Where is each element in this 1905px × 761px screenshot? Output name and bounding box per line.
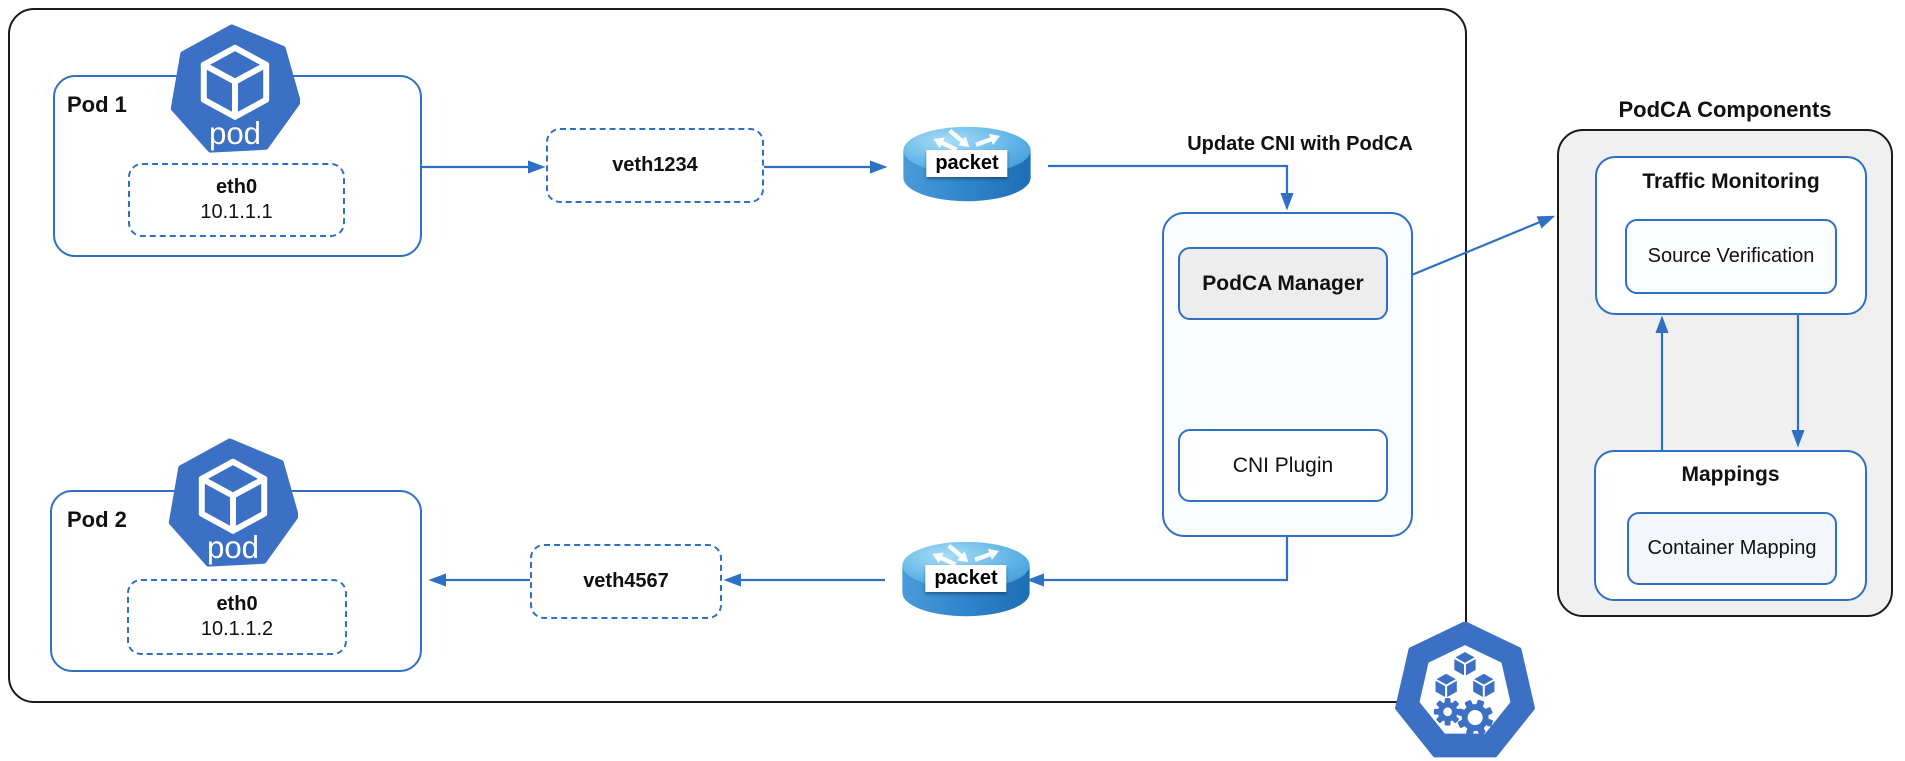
packet-label-top: packet [926, 150, 1008, 177]
packet-icon-top: packet [888, 119, 1046, 212]
interface-name: eth0 [216, 593, 258, 615]
cube-icon [198, 458, 268, 534]
interface-name: eth0 [215, 176, 258, 198]
podca-manager-label: PodCA Manager [1202, 271, 1364, 295]
packet-label-bottom: packet [925, 565, 1007, 592]
pod2-eth0-interface: eth0 10.1.1.2 [127, 579, 347, 655]
source-verification-box: Source Verification [1625, 219, 1837, 294]
pod2-title: Pod 2 [67, 507, 127, 532]
interface-ip: 10.1.1.1 [200, 201, 273, 223]
traffic-monitoring-title: Traffic Monitoring [1642, 170, 1820, 193]
veth1234-label: veth1234 [612, 154, 698, 176]
packet-icon-bottom: packet [887, 534, 1045, 627]
veth4567-box: veth4567 [530, 544, 722, 619]
kubernetes-icon [1392, 622, 1538, 761]
annotation-update-cni: Update CNI with PodCA [1187, 133, 1413, 155]
pod-icon: pod [170, 24, 300, 160]
cube-icon [200, 44, 270, 120]
podca-manager-box: PodCA Manager [1178, 247, 1388, 320]
pod1-eth0-interface: eth0 10.1.1.1 [128, 163, 345, 237]
cni-plugin-box: CNI Plugin [1178, 429, 1388, 502]
container-mapping-box: Container Mapping [1627, 512, 1837, 585]
mappings-title: Mappings [1681, 463, 1780, 486]
gears-glyph [1433, 698, 1493, 736]
veth1234-box: veth1234 [546, 128, 764, 203]
interface-ip: 10.1.1.2 [200, 618, 274, 640]
pod-icon-label: pod [209, 116, 261, 151]
source-verification-label: Source Verification [1647, 245, 1815, 267]
cni-plugin-label: CNI Plugin [1232, 453, 1334, 477]
veth4567-label: veth4567 [583, 570, 669, 592]
pod-icon: pod [168, 438, 298, 574]
pod1-title: Pod 1 [67, 92, 127, 117]
cubes-glyph [1433, 650, 1497, 700]
podca-components-title: PodCA Components [1618, 97, 1832, 122]
pod-icon-label: pod [207, 530, 259, 565]
container-mapping-label: Container Mapping [1647, 537, 1817, 559]
